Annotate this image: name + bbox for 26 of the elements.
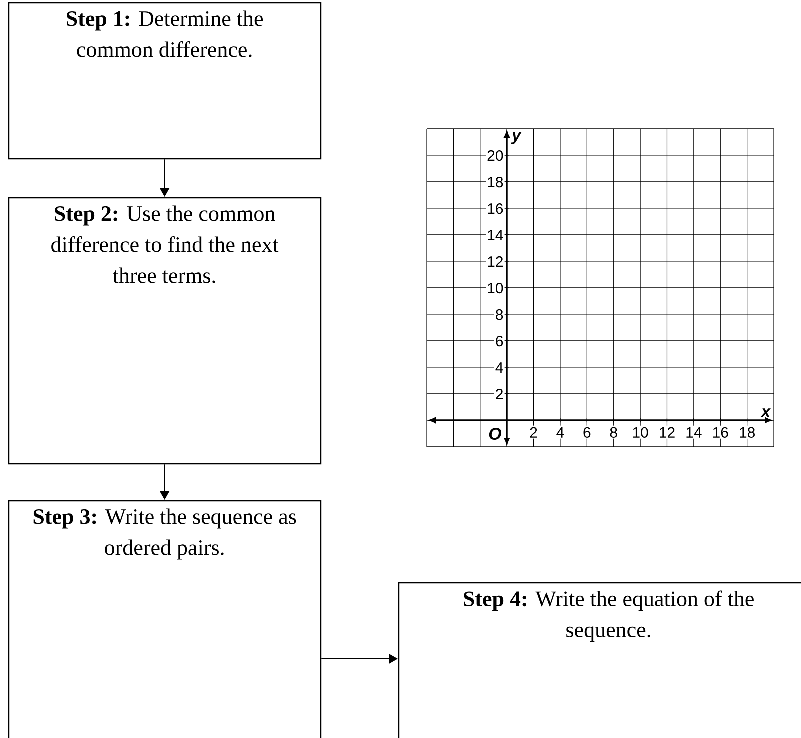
x-tick-label: 4 xyxy=(556,428,564,438)
origin-label: O xyxy=(489,428,502,440)
y-tick-label: 14 xyxy=(488,230,504,240)
y-tick-label: 12 xyxy=(488,256,503,267)
y-tick-label: 18 xyxy=(488,177,504,188)
step-box: Step 2: Use the common difference to find the next three terms. xyxy=(8,196,322,465)
x-tick-label: 10 xyxy=(633,427,648,438)
x-tick-label: 2 xyxy=(530,427,538,438)
y-tick-label: 2 xyxy=(496,389,503,400)
x-axis-title: x xyxy=(760,408,772,418)
y-tick-label: 6 xyxy=(496,336,504,347)
y-tick-label: 16 xyxy=(488,204,504,214)
x-tick-label: 6 xyxy=(584,427,591,438)
x-tick-label: 18 xyxy=(740,427,755,438)
y-tick-label: 4 xyxy=(496,362,504,373)
x-tick-label: 8 xyxy=(610,427,618,438)
y-tick-label: 8 xyxy=(496,310,504,320)
y-tick-label: 20 xyxy=(488,150,504,162)
y-tick-label: 10 xyxy=(488,283,504,294)
x-tick-label: 12 xyxy=(660,427,675,438)
x-tick-label: 14 xyxy=(686,428,702,438)
step-box: Step 4: Write the equation of the sequence. xyxy=(398,582,801,738)
step-box: Step 3: Write the sequence as ordered pairs. xyxy=(8,500,322,738)
x-tick-label: 16 xyxy=(713,427,728,438)
step-box: Step 1: Determine the common difference. xyxy=(8,2,322,160)
y-axis-title: y xyxy=(511,132,522,144)
